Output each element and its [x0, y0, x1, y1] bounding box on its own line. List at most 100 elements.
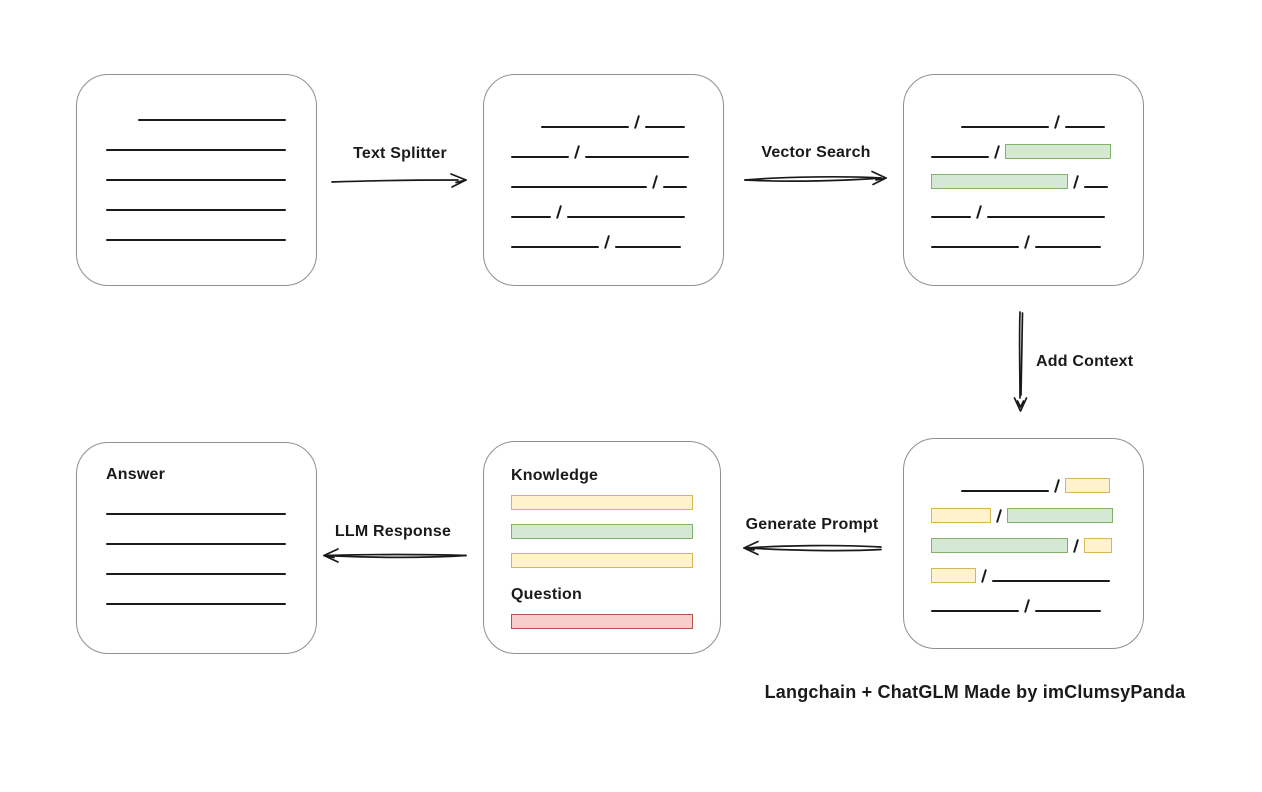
- document-box: [76, 74, 317, 286]
- slash-mark: [1053, 115, 1061, 129]
- text-line: [106, 543, 286, 545]
- text-line: [961, 490, 1049, 492]
- prompt-box: Knowledge Question: [483, 441, 721, 654]
- document-lines: [77, 75, 316, 241]
- text-row: [931, 158, 1119, 189]
- vector-result-box: [903, 74, 1144, 286]
- text-row: [931, 462, 1119, 493]
- text-row: [106, 121, 290, 151]
- text-splitter-arrow-label: Text Splitter: [353, 145, 447, 162]
- chunks-box: [483, 74, 724, 286]
- vector-search-arrow-label: Vector Search: [761, 144, 871, 161]
- text-line: [106, 513, 286, 515]
- text-line: [1035, 610, 1101, 612]
- slash-mark: [633, 115, 641, 129]
- llm-response-arrow-label: LLM Response: [334, 523, 452, 540]
- knowledge-bars: [511, 495, 693, 568]
- text-row: [106, 181, 290, 211]
- question-label: Question: [511, 586, 582, 603]
- slash-mark: [573, 145, 581, 159]
- text-line: [961, 126, 1049, 128]
- text-line: [511, 216, 551, 218]
- answer-box: Answer: [76, 442, 317, 654]
- llm-response-arrow-icon: [323, 548, 467, 563]
- generate-prompt-arrow-icon: [743, 540, 882, 556]
- slash-mark: [1023, 599, 1031, 613]
- slash-mark: [995, 509, 1003, 523]
- diagram-caption: Langchain + ChatGLM Made by imClumsyPand…: [764, 682, 1186, 702]
- vector-result-lines: [904, 75, 1143, 249]
- chunks-lines: [484, 75, 723, 249]
- text-line: [138, 119, 286, 121]
- yellow-highlight-chip: [1065, 478, 1110, 493]
- text-line: [567, 216, 685, 218]
- text-row: [511, 158, 699, 189]
- add-context-arrow-icon: [1013, 311, 1028, 412]
- text-row: [106, 151, 290, 181]
- generate-prompt-arrow-label: Generate Prompt: [745, 516, 879, 533]
- context-result-lines: [904, 439, 1143, 613]
- text-line: [1035, 246, 1101, 248]
- green-bar: [511, 524, 693, 539]
- vector-search-arrow-icon: [744, 170, 887, 186]
- text-line: [106, 149, 286, 151]
- text-line: [645, 126, 685, 128]
- text-line: [106, 239, 286, 241]
- text-row: [106, 91, 290, 121]
- prompt-box-content: Knowledge Question: [484, 442, 720, 653]
- text-line: [106, 209, 286, 211]
- yellow-highlight-chip: [1084, 538, 1112, 553]
- slash-mark: [1023, 235, 1031, 249]
- slash-mark: [1072, 539, 1080, 553]
- slash-mark: [651, 175, 659, 189]
- text-line: [987, 216, 1105, 218]
- text-row: [106, 575, 289, 605]
- question-bars: [511, 614, 693, 629]
- text-line: [663, 186, 687, 188]
- slash-mark: [980, 569, 988, 583]
- text-line: [106, 603, 286, 605]
- answer-label: Answer: [106, 466, 165, 483]
- slash-mark: [993, 145, 1001, 159]
- text-row: [511, 98, 699, 129]
- yellow-highlight-chip: [931, 508, 991, 523]
- green-highlight-chip: [931, 538, 1068, 553]
- answer-lines: [106, 485, 289, 605]
- answer-box-content: Answer: [77, 443, 316, 653]
- text-line: [931, 610, 1019, 612]
- text-line: [106, 573, 286, 575]
- text-row: [931, 492, 1119, 523]
- text-row: [931, 582, 1119, 613]
- text-row: [931, 218, 1119, 249]
- text-row: [931, 552, 1119, 583]
- text-line: [511, 246, 599, 248]
- text-line: [1065, 126, 1105, 128]
- text-line: [931, 246, 1019, 248]
- text-line: [931, 216, 971, 218]
- text-line: [541, 126, 629, 128]
- text-row: [106, 211, 290, 241]
- add-context-arrow-label: Add Context: [1036, 353, 1134, 370]
- text-row: [931, 98, 1119, 129]
- green-highlight-chip: [1005, 144, 1111, 159]
- green-highlight-chip: [1007, 508, 1113, 523]
- text-line: [992, 580, 1110, 582]
- slash-mark: [975, 205, 983, 219]
- slash-mark: [555, 205, 563, 219]
- slash-mark: [1072, 175, 1080, 189]
- knowledge-label: Knowledge: [511, 467, 599, 484]
- text-line: [1084, 186, 1108, 188]
- text-splitter-arrow-icon: [331, 173, 467, 188]
- text-row: [106, 515, 289, 545]
- text-line: [931, 156, 989, 158]
- text-line: [106, 179, 286, 181]
- text-row: [931, 188, 1119, 219]
- text-row: [106, 545, 289, 575]
- red-bar: [511, 614, 693, 629]
- text-row: [511, 218, 699, 249]
- slash-mark: [1053, 479, 1061, 493]
- text-row: [511, 128, 699, 159]
- yellow-bar: [511, 553, 693, 568]
- yellow-highlight-chip: [931, 568, 976, 583]
